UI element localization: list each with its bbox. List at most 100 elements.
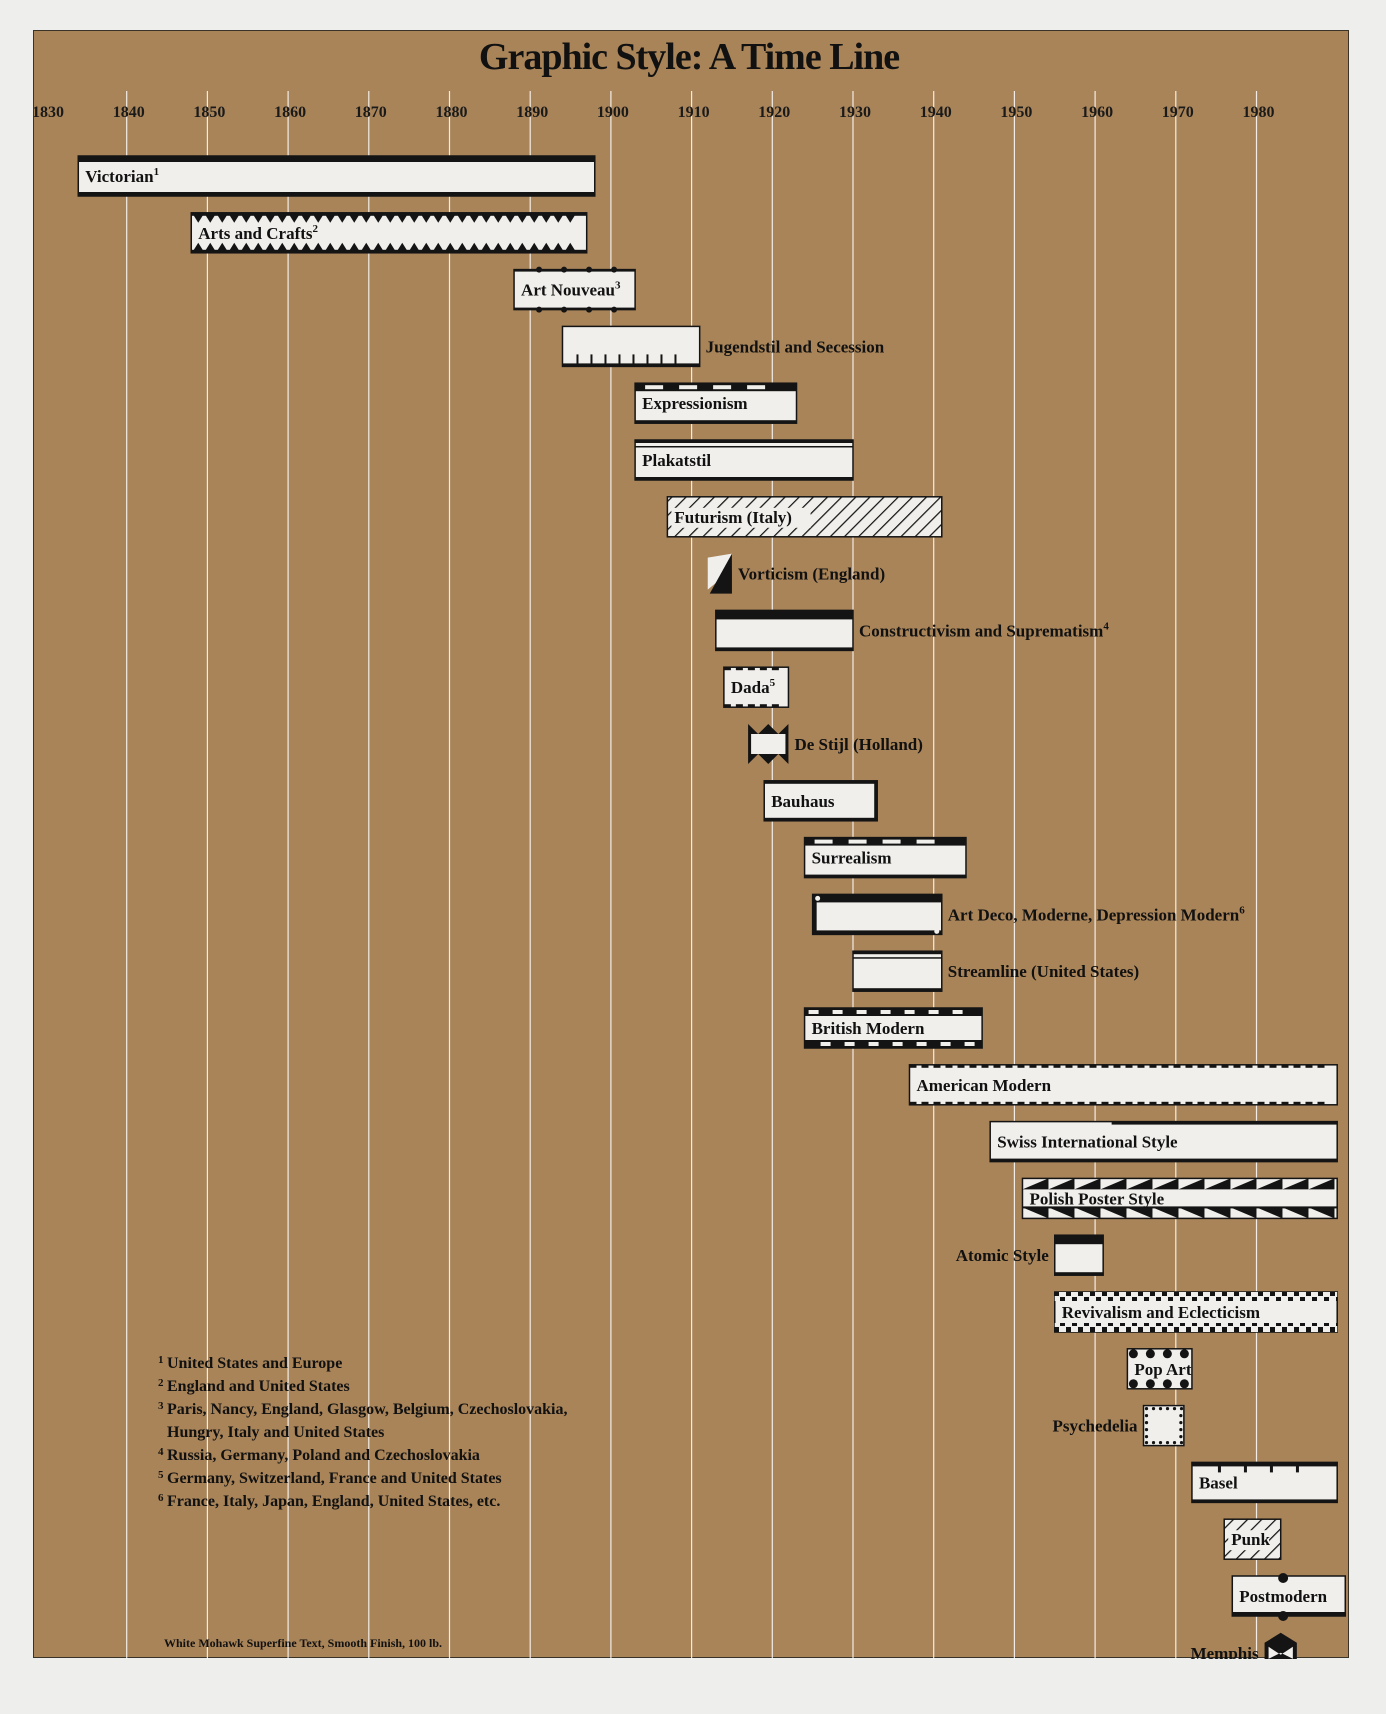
timeline-bar: British Modern [803,1007,983,1049]
tick-label: 1850 [193,104,225,121]
tick-label: 1880 [436,104,468,121]
footnote-number: 2 [158,1377,164,1389]
bar-body [908,1064,1338,1106]
footnote-text: France, Italy, Japan, England, United St… [167,1493,500,1510]
bar-body [77,155,596,197]
footnote-ref: 1 [154,166,160,178]
tick-label: 1900 [597,104,629,121]
bar-label: Punk [1231,1530,1270,1549]
timeline-bar: Constructivism and Suprematism4 [715,609,1109,652]
bar-label: Psychedelia [1053,1417,1138,1436]
footnote-text: England and United States [167,1378,350,1395]
bar-label: Plakatstil [642,451,711,470]
timeline-bar: Streamline (United States) [852,950,1139,992]
bar-label: Revivalism and Eclecticism [1062,1303,1260,1322]
timeline-bar: Psychedelia [1053,1404,1185,1447]
tick-label: 1890 [516,104,548,121]
timeline-bar: Expressionism [634,382,798,424]
footnote-ref: 3 [615,280,621,292]
timeline-bar: American Modern [908,1064,1338,1106]
gridlines [126,91,1258,1659]
timeline-bar: Victorian1 [77,155,596,197]
footnote-text: United States and Europe [167,1355,342,1372]
bar-label: Expressionism [642,394,748,413]
bar-label: Basel [1199,1473,1238,1492]
bar-body [723,666,790,708]
timeline-bar: Basel [1191,1461,1338,1504]
timeline-bar: Vorticism (England) [707,553,885,594]
bar-body [1021,1177,1338,1220]
bar-label: Arts and Crafts2 [198,223,318,243]
bar-label: Jugendstil and Secession [706,337,885,356]
tick-label: 1910 [678,104,710,121]
bar-label: Bauhaus [771,792,835,811]
bar-label: Art Deco, Moderne, Depression Modern6 [948,904,1245,924]
timeline-bar: Futurism (Italy) [666,496,943,538]
timeline-bar: Punk [1223,1518,1282,1560]
x-axis-ticks: 1830 1840 1850 1860 1870 1880 1890 1900 1910 1920… [34,104,1275,121]
chart-title: Graphic Style: A Time Line [479,36,899,78]
tick-label: 1940 [920,104,952,121]
timeline-bar: Surrealism [803,836,967,879]
footnote-text: Paris, Nancy, England, Glasgow, Belgium,… [167,1401,567,1418]
bar-body [513,268,636,311]
bar-label: Vorticism (England) [738,565,885,584]
paper-note: White Mohawk Superfine Text, Smooth Fini… [164,1636,442,1650]
timeline-bar: Art Nouveau3 [513,266,636,313]
timeline-bar: De Stijl (Holland) [748,724,923,764]
footnote-ref: 2 [313,223,319,235]
bar-label: Postmodern [1239,1587,1327,1606]
bar-body [561,325,701,368]
tick-label: 1970 [1162,104,1194,121]
tick-label: 1960 [1081,104,1113,121]
bar-label: Constructivism and Suprematism4 [859,620,1109,640]
bar-label: Surrealism [812,849,892,868]
timeline-bar: Atomic Style [956,1234,1104,1276]
bar-body [1191,1461,1338,1504]
bar-label: Pop Art [1134,1360,1191,1379]
timeline-bar: Arts and Crafts2 [190,212,588,254]
timeline-bar: Revivalism and Eclecticism [1054,1291,1338,1333]
timeline-bar: Bauhaus [763,780,878,822]
bar-label: Victorian1 [85,166,159,186]
footnote-text: Hungry, Italy and United States [167,1424,384,1441]
timeline-bar: Pop Art [1126,1348,1193,1390]
tick-label: 1950 [1000,104,1032,121]
timeline-bar: Postmodern [1231,1573,1347,1621]
bar-label: British Modern [812,1019,925,1038]
bar-label: American Modern [916,1076,1051,1095]
footnote-number: 4 [158,1446,164,1458]
bar-label: Atomic Style [956,1246,1049,1265]
bar-body [1142,1404,1185,1447]
footnote-text: Russia, Germany, Poland and Czechoslovak… [167,1447,480,1464]
bar-label: Polish Poster Style [1029,1189,1164,1208]
tick-label: 1930 [839,104,871,121]
footnote-ref: 5 [770,677,776,689]
footnote-number: 1 [158,1354,164,1366]
timeline-bar: Polish Poster Style [1021,1177,1338,1220]
bar-label: Swiss International Style [997,1133,1178,1152]
footnote-number: 3 [158,1400,164,1412]
bar-label: Art Nouveau3 [521,280,621,300]
timeline-bar: Swiss International Style [989,1120,1338,1163]
timeline-bar: Art Deco, Moderne, Depression Modern6 [811,893,1245,936]
tick-label: 1830 [34,104,64,121]
footnote-number: 6 [158,1492,164,1504]
footnote-ref: 4 [1103,620,1109,632]
tick-label: 1870 [355,104,387,121]
label-backing [1228,1530,1270,1551]
footnote-number: 5 [158,1469,164,1481]
footnote-text: Germany, Switzerland, France and United … [167,1470,502,1487]
bar-label: Dada5 [731,677,776,697]
tick-label: 1840 [113,104,145,121]
bar-label: Streamline (United States) [948,962,1139,981]
tick-label: 1980 [1243,104,1275,121]
timeline-bar: Plakatstil [634,439,854,481]
bar-label: Memphis [1191,1644,1259,1659]
bar-label: Futurism (Italy) [674,508,792,527]
tick-label: 1920 [758,104,790,121]
tick-label: 1860 [274,104,306,121]
